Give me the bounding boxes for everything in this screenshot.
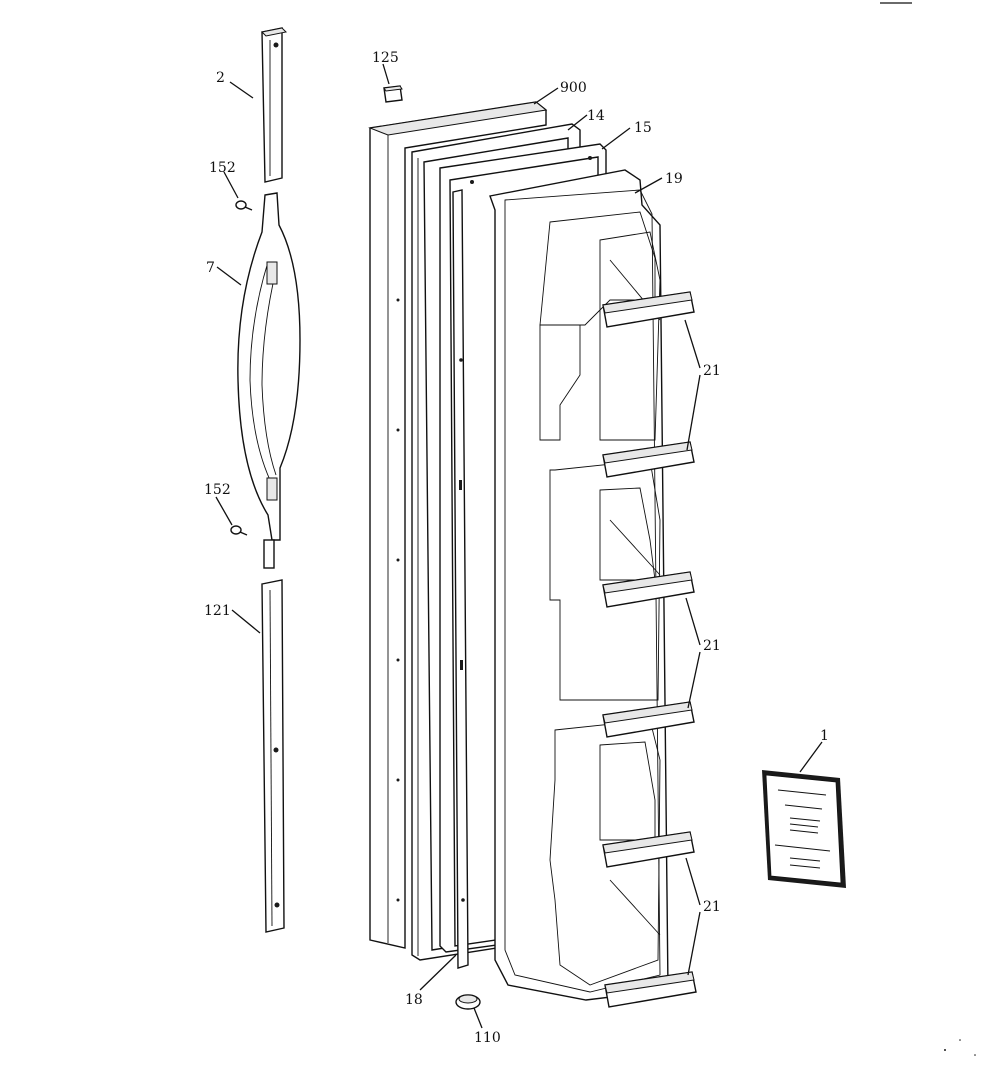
callout-14: 14	[587, 108, 605, 124]
callout-21-bottom: 21	[703, 899, 721, 915]
part-plug	[383, 85, 403, 103]
screw-lower	[230, 525, 248, 536]
speck	[944, 1049, 946, 1051]
shelf-bar-4	[602, 701, 695, 738]
shelf-bar-3	[602, 571, 695, 608]
part-cap	[455, 994, 481, 1010]
shelf-bar-5	[602, 831, 695, 868]
callout-1: 1	[820, 728, 829, 744]
part-door-liner	[489, 169, 669, 1001]
callout-15: 15	[634, 120, 652, 136]
callout-21-middle: 21	[703, 638, 721, 654]
callout-152-upper: 152	[209, 160, 236, 176]
callout-900: 900	[560, 80, 587, 96]
callout-19: 19	[665, 171, 683, 187]
part-door-shell	[368, 101, 548, 949]
callout-125: 125	[372, 50, 399, 66]
callout-7: 7	[206, 260, 215, 276]
shelf-bar-2	[602, 441, 695, 478]
callout-121: 121	[204, 603, 231, 619]
part-bottom-trim	[261, 579, 285, 933]
speck	[959, 1039, 961, 1041]
callout-152-lower: 152	[204, 482, 231, 498]
speck	[974, 1054, 976, 1056]
part-booklet	[762, 770, 846, 888]
callout-21-top: 21	[703, 363, 721, 379]
part-top-trim	[260, 27, 288, 183]
callout-2: 2	[216, 70, 225, 86]
shelf-bar-1	[602, 291, 695, 328]
callout-18: 18	[405, 992, 423, 1008]
callout-110: 110	[474, 1030, 501, 1046]
shelf-bar-6	[604, 971, 697, 1008]
screw-upper	[235, 200, 253, 211]
part-handle	[237, 192, 301, 569]
part-strip	[452, 189, 469, 969]
leader-lines	[215, 63, 823, 1029]
